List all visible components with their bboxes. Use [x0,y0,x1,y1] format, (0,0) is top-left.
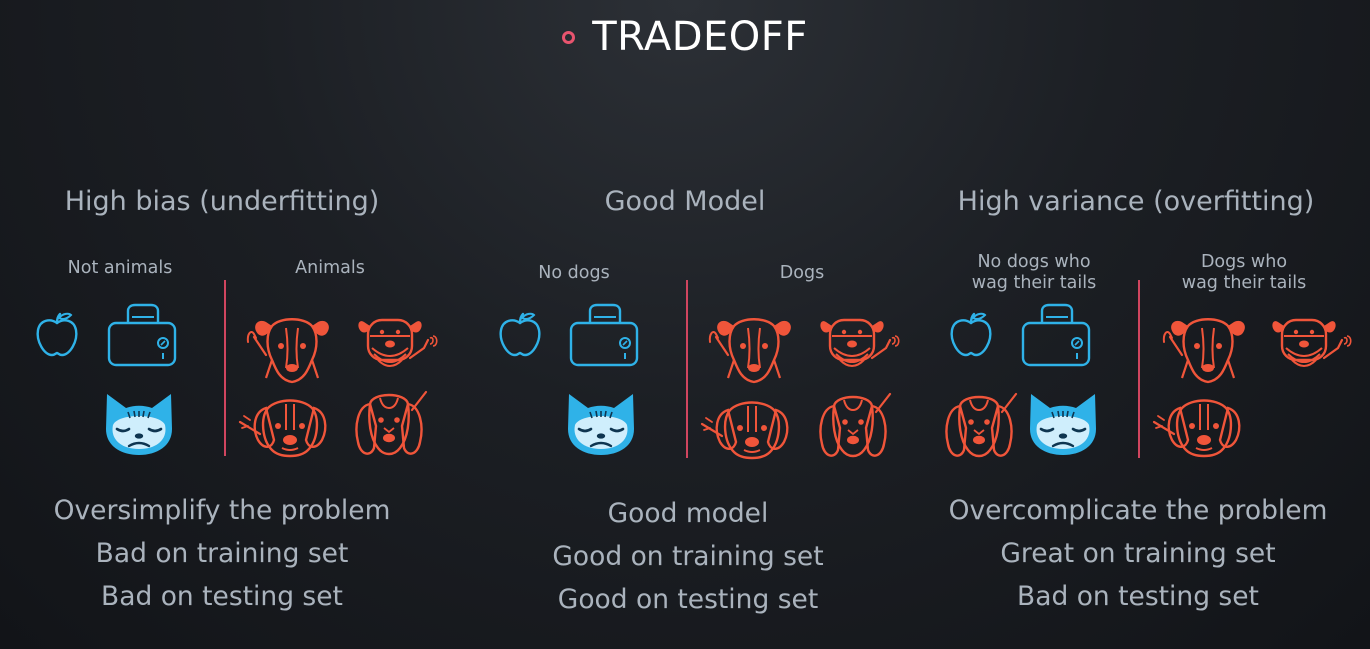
dog-wagging-icon [1160,312,1256,384]
grumpy-cat-icon [564,391,638,457]
left-group-label: No dogs who wag their tails [954,252,1114,294]
slide-title-text: TRADEOFF [592,14,808,60]
left-group-label: Not animals [67,258,173,278]
right-group-label: Dogs [779,263,825,283]
group-divider [686,280,688,458]
spaniel-wagging-icon [816,388,896,464]
right-group-label-line-1: Dogs who [1200,252,1288,272]
toaster-icon [1020,303,1092,367]
beagle-wagging-icon [1152,394,1248,458]
terrier-wagging-icon [354,314,438,378]
left-group-label: No dogs [538,263,610,283]
terrier-wagging-icon [1268,314,1352,378]
caption-line-1: Good model [607,498,769,529]
caption-line-3: Bad on testing set [1017,581,1259,612]
left-group-label-line-1: No dogs who [977,252,1091,272]
right-group-label-line-2: wag their tails [1181,273,1307,293]
dog-wagging-icon [244,312,340,384]
dog-wagging-icon [706,312,802,384]
panel-heading: High variance (overfitting) [957,186,1315,217]
spaniel-wagging-icon [352,386,432,462]
beagle-wagging-icon [238,394,334,458]
toaster-icon [568,303,640,367]
right-group-label: Animals [295,258,365,278]
caption-line-2: Good on training set [552,541,824,572]
caption-line-1: Oversimplify the problem [53,495,391,526]
apple-icon [495,310,545,360]
caption-line-1: Overcomplicate the problem [948,495,1328,526]
left-group-label-line-2: wag their tails [971,273,1097,293]
toaster-icon [106,303,178,367]
grumpy-cat-icon [1026,391,1100,457]
panel-heading: Good Model [604,186,766,217]
terrier-wagging-icon [816,314,900,378]
grumpy-cat-icon [102,391,176,457]
slide-title: TRADEOFF [0,14,1370,60]
bullet-ring-icon [562,30,576,44]
caption-line-2: Great on training set [1000,538,1276,569]
panel-good-model: Good Model No dogs Dogs Good model Good … [460,0,910,649]
apple-icon [946,310,996,360]
panel-high-variance: High variance (overfitting) No dogs who … [920,0,1360,649]
group-divider [1138,280,1140,458]
caption-line-3: Bad on testing set [101,581,343,612]
panel-heading: High bias (underfitting) [64,186,380,217]
spaniel-icon [942,388,1022,464]
caption-line-3: Good on testing set [557,584,819,615]
right-group-label: Dogs who wag their tails [1164,252,1324,294]
group-divider [224,280,226,456]
beagle-wagging-icon [700,396,796,460]
panel-high-bias: High bias (underfitting) Not animals Ani… [0,0,450,649]
caption-line-2: Bad on training set [95,538,349,569]
apple-icon [32,310,82,360]
